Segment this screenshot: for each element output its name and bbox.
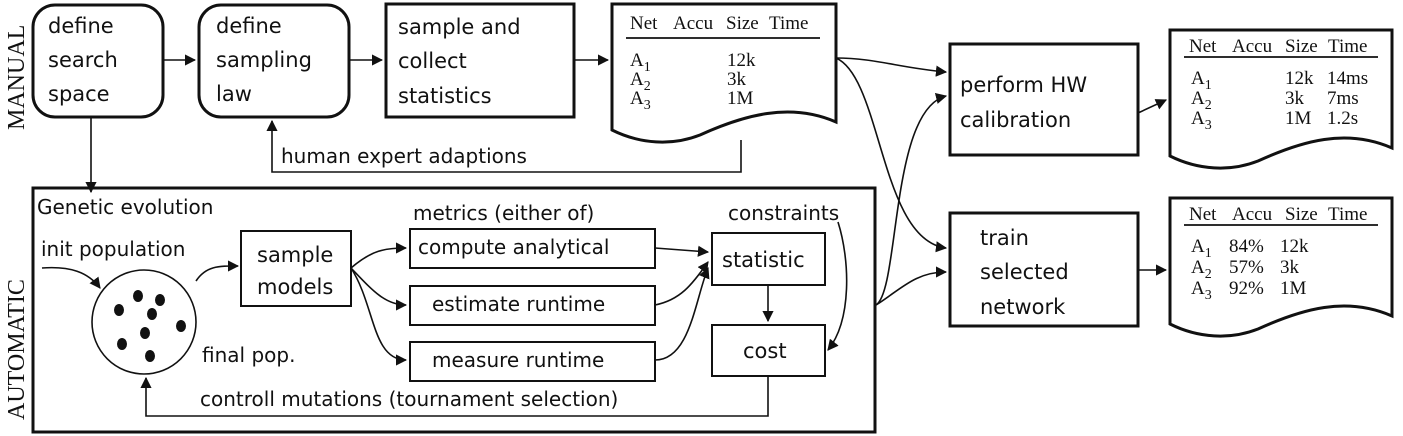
svg-text:57%: 57% <box>1229 257 1264 278</box>
svg-text:1.2s: 1.2s <box>1327 108 1358 129</box>
statistic-label: statistic <box>722 248 805 272</box>
genetic-evolution-label: Genetic evolution <box>37 195 213 219</box>
sample-models-label: sample models <box>257 243 340 299</box>
arrow-auto-to-hw <box>875 93 948 306</box>
define-sampling-law-box <box>197 3 351 119</box>
arrow-sample-to-measure <box>350 267 408 366</box>
arrow-cost-to-population <box>140 376 769 417</box>
arrow-stats-to-hw <box>835 57 948 77</box>
svg-text:12k: 12k <box>727 50 756 71</box>
train-network-label: train selected network <box>980 226 1075 319</box>
automatic-side-label: AUTOMATIC <box>4 279 30 420</box>
estimate-runtime-box <box>409 285 656 326</box>
statistic-box <box>711 232 826 286</box>
svg-text:Accu: Accu <box>1232 204 1273 225</box>
manual-side-label: MANUAL <box>4 25 30 130</box>
svg-text:12k: 12k <box>1285 68 1314 89</box>
svg-text:3k: 3k <box>727 69 747 90</box>
measure-runtime-label: measure runtime <box>432 348 604 372</box>
arrow-sample-to-compute <box>350 242 408 269</box>
svg-text:Size: Size <box>726 13 759 34</box>
svg-text:1M: 1M <box>1280 278 1307 299</box>
arrow-compute-to-statistic <box>654 245 710 257</box>
cost-box <box>711 324 826 377</box>
table-row: A2 <box>1191 88 1212 113</box>
sample-collect-box <box>384 2 576 119</box>
measure-runtime-box <box>409 341 656 382</box>
human-expert-label: human expert adaptions <box>281 144 527 168</box>
arrow-auto-to-train <box>875 266 948 306</box>
svg-text:1M: 1M <box>727 88 754 109</box>
svg-text:92%: 92% <box>1229 278 1264 299</box>
define-search-space-label: define search space <box>48 14 124 106</box>
init-population-label: init population <box>41 237 185 261</box>
svg-text:Size: Size <box>1285 36 1318 57</box>
svg-text:Net: Net <box>1189 204 1217 225</box>
svg-text:Accu: Accu <box>1232 36 1273 57</box>
svg-text:Time: Time <box>1328 36 1367 57</box>
hw-calibration-label: perform HW calibration <box>960 73 1094 132</box>
svg-text:Time: Time <box>1328 204 1367 225</box>
sample-models-box <box>240 230 352 307</box>
svg-text:Net: Net <box>1189 36 1217 57</box>
svg-text:3k: 3k <box>1280 257 1300 278</box>
sample-collect-label: sample and collect statistics <box>398 15 527 108</box>
train-table-header: Net Accu Size Time <box>1189 204 1367 225</box>
table-row: A3 <box>1191 278 1212 303</box>
svg-text:Size: Size <box>1285 204 1318 225</box>
estimate-runtime-label: estimate runtime <box>432 292 605 316</box>
table-row: A3 <box>630 88 651 113</box>
table-row: A3 <box>1191 108 1212 133</box>
table-row: A1 <box>1191 236 1212 261</box>
svg-text:12k: 12k <box>1280 236 1309 257</box>
metrics-label: metrics (either of) <box>413 201 594 225</box>
cost-label: cost <box>743 339 787 363</box>
table-row: A1 <box>630 50 651 75</box>
population-dots <box>114 290 186 362</box>
final-pop-label: final pop. <box>202 343 295 367</box>
constraints-label: constraints <box>728 201 839 225</box>
human-expert-arrow <box>266 119 742 173</box>
arrow-init-to-population <box>41 266 101 289</box>
table-row: A1 <box>1191 68 1212 93</box>
population-circle <box>91 269 197 375</box>
compute-analytical-box <box>409 228 656 269</box>
svg-text:84%: 84% <box>1229 236 1264 257</box>
arrow-population-to-sample <box>195 260 240 282</box>
train-network-box <box>948 211 1140 328</box>
compute-analytical-label: compute analytical <box>418 235 609 259</box>
arrow-hw-to-table <box>1137 99 1168 114</box>
svg-text:Accu: Accu <box>673 13 714 34</box>
stats-table-header: Net Accu Size Time <box>630 13 808 34</box>
arrow-constraints-to-cost <box>827 221 848 351</box>
hw-calibration-box <box>948 42 1140 157</box>
svg-text:1M: 1M <box>1285 108 1312 129</box>
svg-text:7ms: 7ms <box>1327 88 1359 109</box>
define-sampling-law-label: define sampling law <box>216 14 319 106</box>
train-table-shape <box>1168 196 1394 338</box>
svg-text:Net: Net <box>630 13 658 34</box>
table-row: A2 <box>1191 257 1212 282</box>
hw-table-rows: A1 12k 14ms A2 3k 7ms A3 1M 1.2s <box>1191 68 1368 133</box>
train-table-rows: A1 84% 12k A2 57% 3k A3 92% 1M <box>1191 236 1309 303</box>
arrow-stats-to-train <box>835 57 948 253</box>
stats-table-rows: A1 12k A2 3k A3 1M <box>630 50 756 113</box>
svg-text:Time: Time <box>769 13 808 34</box>
hw-table-header: Net Accu Size Time <box>1189 36 1367 57</box>
controll-mutations-label: controll mutations (tournament selection… <box>200 387 618 411</box>
hw-table-shape <box>1168 28 1394 170</box>
table-row: A2 <box>630 69 651 94</box>
svg-text:14ms: 14ms <box>1327 68 1368 89</box>
define-search-space-box <box>31 3 165 119</box>
arrow-measure-to-statistic <box>654 266 710 361</box>
svg-text:3k: 3k <box>1285 88 1305 109</box>
arrow-sample-to-estimate <box>350 267 408 311</box>
